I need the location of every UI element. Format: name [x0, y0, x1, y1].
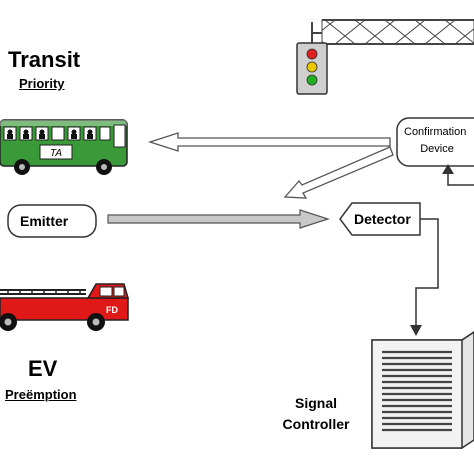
ev-subtitle: Preëmption — [5, 387, 77, 402]
confirmation-to-bus-arrow — [147, 132, 391, 152]
transit-bus-icon: TA — [0, 119, 128, 175]
emitter-label: Emitter — [20, 213, 69, 229]
signal-controller-cabinet-icon — [371, 331, 474, 449]
controller-to-confirmation-line — [442, 164, 474, 186]
fire-truck-icon: FD — [0, 283, 129, 331]
traffic-light-red — [306, 48, 318, 60]
ev-title: EV — [28, 356, 58, 381]
detector-box — [339, 202, 421, 236]
traffic-light-icon — [296, 42, 328, 95]
transit-title: Transit — [8, 47, 81, 72]
detector-label: Detector — [354, 211, 411, 227]
signal-controller-label-line2: Controller — [282, 416, 350, 432]
emitter-to-detector-arrow — [107, 209, 330, 229]
confirmation-label-line2: Device — [420, 143, 454, 155]
mast-arm — [311, 19, 474, 45]
signal-controller-label-line1: Signal — [294, 395, 337, 411]
confirmation-to-emitter-arrow — [283, 146, 394, 199]
bus-plate: TA — [50, 148, 62, 159]
detector-to-controller-line — [410, 218, 439, 336]
confirmation-label-line1: Confirmation — [404, 126, 467, 138]
emitter-box — [7, 204, 97, 238]
traffic-light-green — [306, 74, 318, 86]
transit-subtitle: Priority — [19, 76, 65, 91]
truck-label: FD — [106, 305, 118, 315]
traffic-light-yellow — [306, 61, 318, 73]
confirmation-device-box — [396, 117, 474, 167]
